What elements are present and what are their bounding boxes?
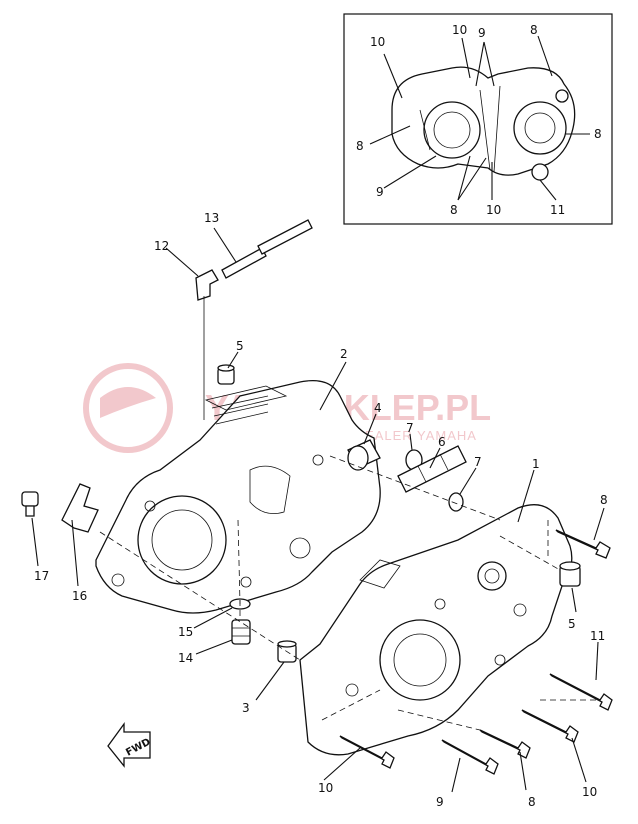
part-5-dowel-left (217, 364, 235, 385)
inset-callout: 8 (530, 23, 538, 37)
part-1-crankcase-right (299, 504, 573, 756)
callout: 15 (178, 625, 193, 639)
inset-callout: 10 (452, 23, 467, 37)
inset-boss (531, 163, 549, 181)
part-17-bolt (21, 491, 39, 517)
inset-bore-right (513, 101, 567, 155)
part-8-bolt-upper (555, 529, 611, 559)
part-5-dowel-right (559, 561, 581, 587)
part-4-collar (347, 439, 381, 471)
part-8-bolt-lower (479, 729, 531, 759)
main-callouts: 13 12 5 2 4 7 6 7 1 8 5 11 17 16 15 14 3… (34, 211, 608, 809)
inset-callout: 11 (550, 203, 565, 217)
callout: 7 (474, 455, 482, 469)
callout: 5 (568, 617, 576, 631)
callout: 8 (528, 795, 536, 809)
callout: 11 (590, 629, 605, 643)
part-16-bracket (61, 483, 99, 533)
callout: 8 (600, 493, 608, 507)
inset-callout: 9 (478, 26, 486, 40)
part-11-bolt (549, 673, 613, 711)
callout: 7 (406, 421, 414, 435)
inset-callout: 8 (594, 127, 602, 141)
inset-boss-2 (555, 89, 569, 103)
alignment-lines (99, 455, 600, 731)
part-10-bolt-right (521, 709, 579, 743)
callout: 12 (154, 239, 169, 253)
callout: 2 (340, 347, 348, 361)
part-7-circlip-lower (448, 492, 464, 512)
inset-callout: 10 (370, 35, 385, 49)
part-14-drain-plug (231, 619, 251, 645)
callout: 10 (318, 781, 333, 795)
fwd-arrow-icon: FWD (107, 722, 153, 768)
part-10-bolt-left (339, 735, 395, 769)
part-3-dowel (277, 640, 297, 663)
watermark-logo (83, 363, 173, 453)
inset-leaders (369, 35, 590, 201)
inset-bore-left (423, 101, 481, 159)
inset-callout: 8 (450, 203, 458, 217)
bolts (339, 529, 613, 775)
inset-bore-right-inner (524, 112, 556, 144)
callout: 6 (438, 435, 446, 449)
part-12-elbow-fitting (195, 269, 219, 420)
part-2-crankcase-left (95, 379, 381, 614)
inset-callout: 9 (376, 185, 384, 199)
part-9-bolt (441, 739, 499, 775)
inset-bore-left-inner (433, 111, 471, 149)
inset-callouts: 10 10 9 8 8 8 9 8 10 11 (356, 23, 602, 217)
callout: 16 (72, 589, 87, 603)
part-13-pipe (221, 219, 313, 279)
callout: 4 (374, 401, 382, 415)
callout: 14 (178, 651, 193, 665)
callout: 13 (204, 211, 219, 225)
inset-detail: 10 10 9 8 8 8 9 8 10 11 (343, 13, 613, 225)
watermark-logo-swoosh (100, 387, 156, 418)
callout: 10 (582, 785, 597, 799)
inset-frame (343, 13, 613, 225)
callout: 1 (532, 457, 540, 471)
inset-callout: 10 (486, 203, 501, 217)
part-6-shaft (397, 445, 467, 493)
callout: 9 (436, 795, 444, 809)
inset-web (419, 85, 501, 173)
main-leaders (31, 227, 605, 793)
callout: 17 (34, 569, 49, 583)
callout: 3 (242, 701, 250, 715)
inset-callout: 8 (356, 139, 364, 153)
callout: 5 (236, 339, 244, 353)
